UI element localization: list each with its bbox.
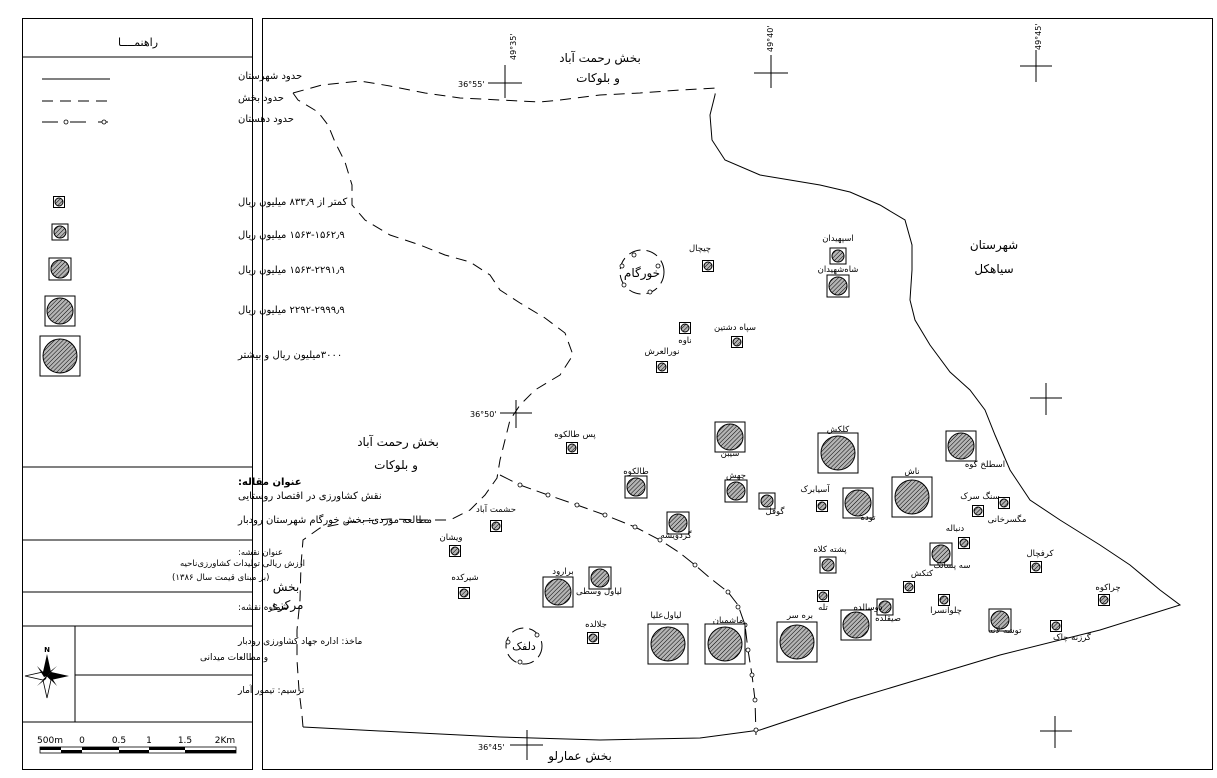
legend-panel xyxy=(22,18,253,770)
map-panel xyxy=(262,18,1213,770)
